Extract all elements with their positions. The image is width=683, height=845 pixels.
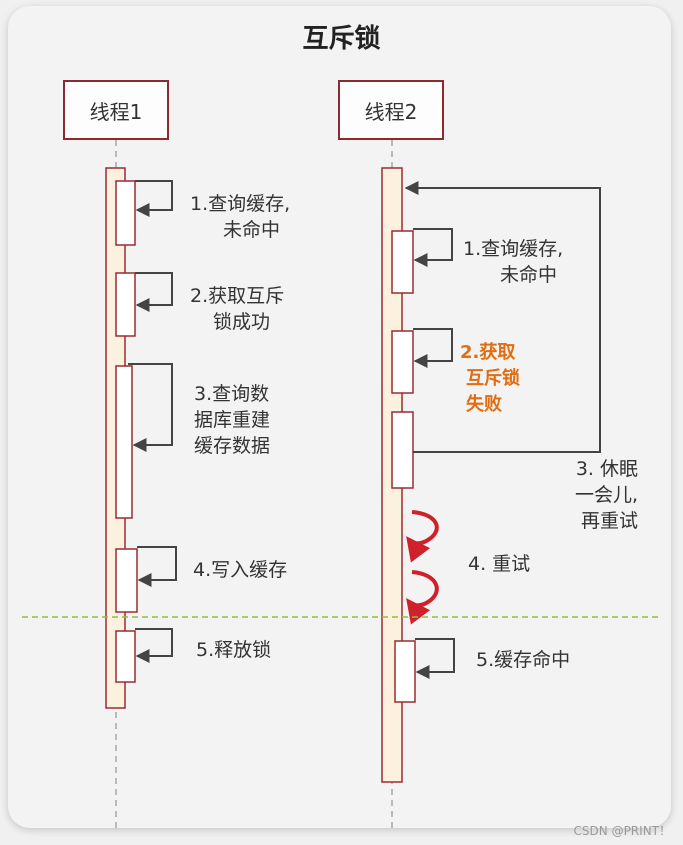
thread1-step3-arrow <box>128 363 173 452</box>
thread1-step5-box <box>115 630 136 683</box>
label-line: 4.写入缓存 <box>193 559 288 581</box>
label-line: 3. 休眠 <box>575 458 638 480</box>
thread2-step5-arrow <box>415 638 455 679</box>
label-line: 互斥锁 <box>466 368 520 389</box>
thread1-step1-arrow <box>135 180 173 217</box>
thread1-step1-box <box>115 180 136 246</box>
thread1-step4-arrow <box>137 546 177 587</box>
thread2-step1-label: 1.查询缓存, 未命中 <box>463 236 563 288</box>
label-line: 2.获取互斥 <box>190 285 285 307</box>
label-line: 4. 重试 <box>468 553 531 575</box>
actor-thread1-label: 线程1 <box>89 99 143 124</box>
label-line: 3.查询数 <box>194 383 270 405</box>
label-line: 5.释放锁 <box>196 639 272 661</box>
thread1-step4-label: 4.写入缓存 <box>193 557 287 583</box>
thread1-step3-label: 3.查询数 据库重建 缓存数据 <box>194 381 270 459</box>
retry-curl-icon <box>406 570 439 625</box>
watermark: CSDN @PRINT！ <box>573 824 671 838</box>
thread1-step3-box <box>115 365 133 519</box>
thread2-step2-box <box>391 330 414 394</box>
actor-thread2: 线程2 <box>338 80 444 140</box>
thread1-step5-label: 5.释放锁 <box>196 637 271 663</box>
label-line: 1.查询缓存, <box>190 193 291 215</box>
retry-curl-icon <box>406 510 439 563</box>
thread2-sleep-loop-arrow <box>404 181 601 453</box>
thread2-step2-arrow <box>413 328 453 368</box>
label-line: 2.获取 <box>460 342 516 363</box>
label-line: 未命中 <box>223 219 281 241</box>
label-line: 一会儿, <box>574 484 638 506</box>
thread2-step5-box <box>394 640 416 703</box>
label-line: 缓存数据 <box>194 435 271 457</box>
thread2-step3-label: 3. 休眠 一会儿, 再重试 <box>560 456 638 534</box>
thread1-step2-box <box>115 272 136 337</box>
diagram-title: 互斥锁 <box>302 24 381 54</box>
label-line: 失败 <box>466 394 502 415</box>
thread1-step2-arrow <box>135 272 173 312</box>
thread2-step1-arrow <box>413 228 453 267</box>
thread2-step3-box <box>391 411 414 489</box>
label-line: 1.查询缓存, <box>463 238 564 260</box>
label-line: 据库重建 <box>194 409 271 431</box>
label-line: 5.缓存命中 <box>476 649 571 671</box>
label-line: 锁成功 <box>213 311 271 333</box>
thread1-step4-box <box>115 548 138 613</box>
actor-thread1: 线程1 <box>63 80 169 140</box>
thread2-step5-label: 5.缓存命中 <box>476 647 570 673</box>
thread1-step5-arrow <box>135 628 173 663</box>
label-line: 未命中 <box>500 264 558 286</box>
thread1-step1-label: 1.查询缓存, 未命中 <box>190 191 290 243</box>
thread1-step2-label: 2.获取互斥 锁成功 <box>190 283 284 335</box>
thread2-step2-label: 2.获取 互斥锁 失败 <box>460 340 520 418</box>
thread2-step1-box <box>391 230 414 294</box>
label-line: 再重试 <box>580 510 638 532</box>
actor-thread2-label: 线程2 <box>364 99 418 124</box>
thread2-step4-label: 4. 重试 <box>468 551 530 577</box>
